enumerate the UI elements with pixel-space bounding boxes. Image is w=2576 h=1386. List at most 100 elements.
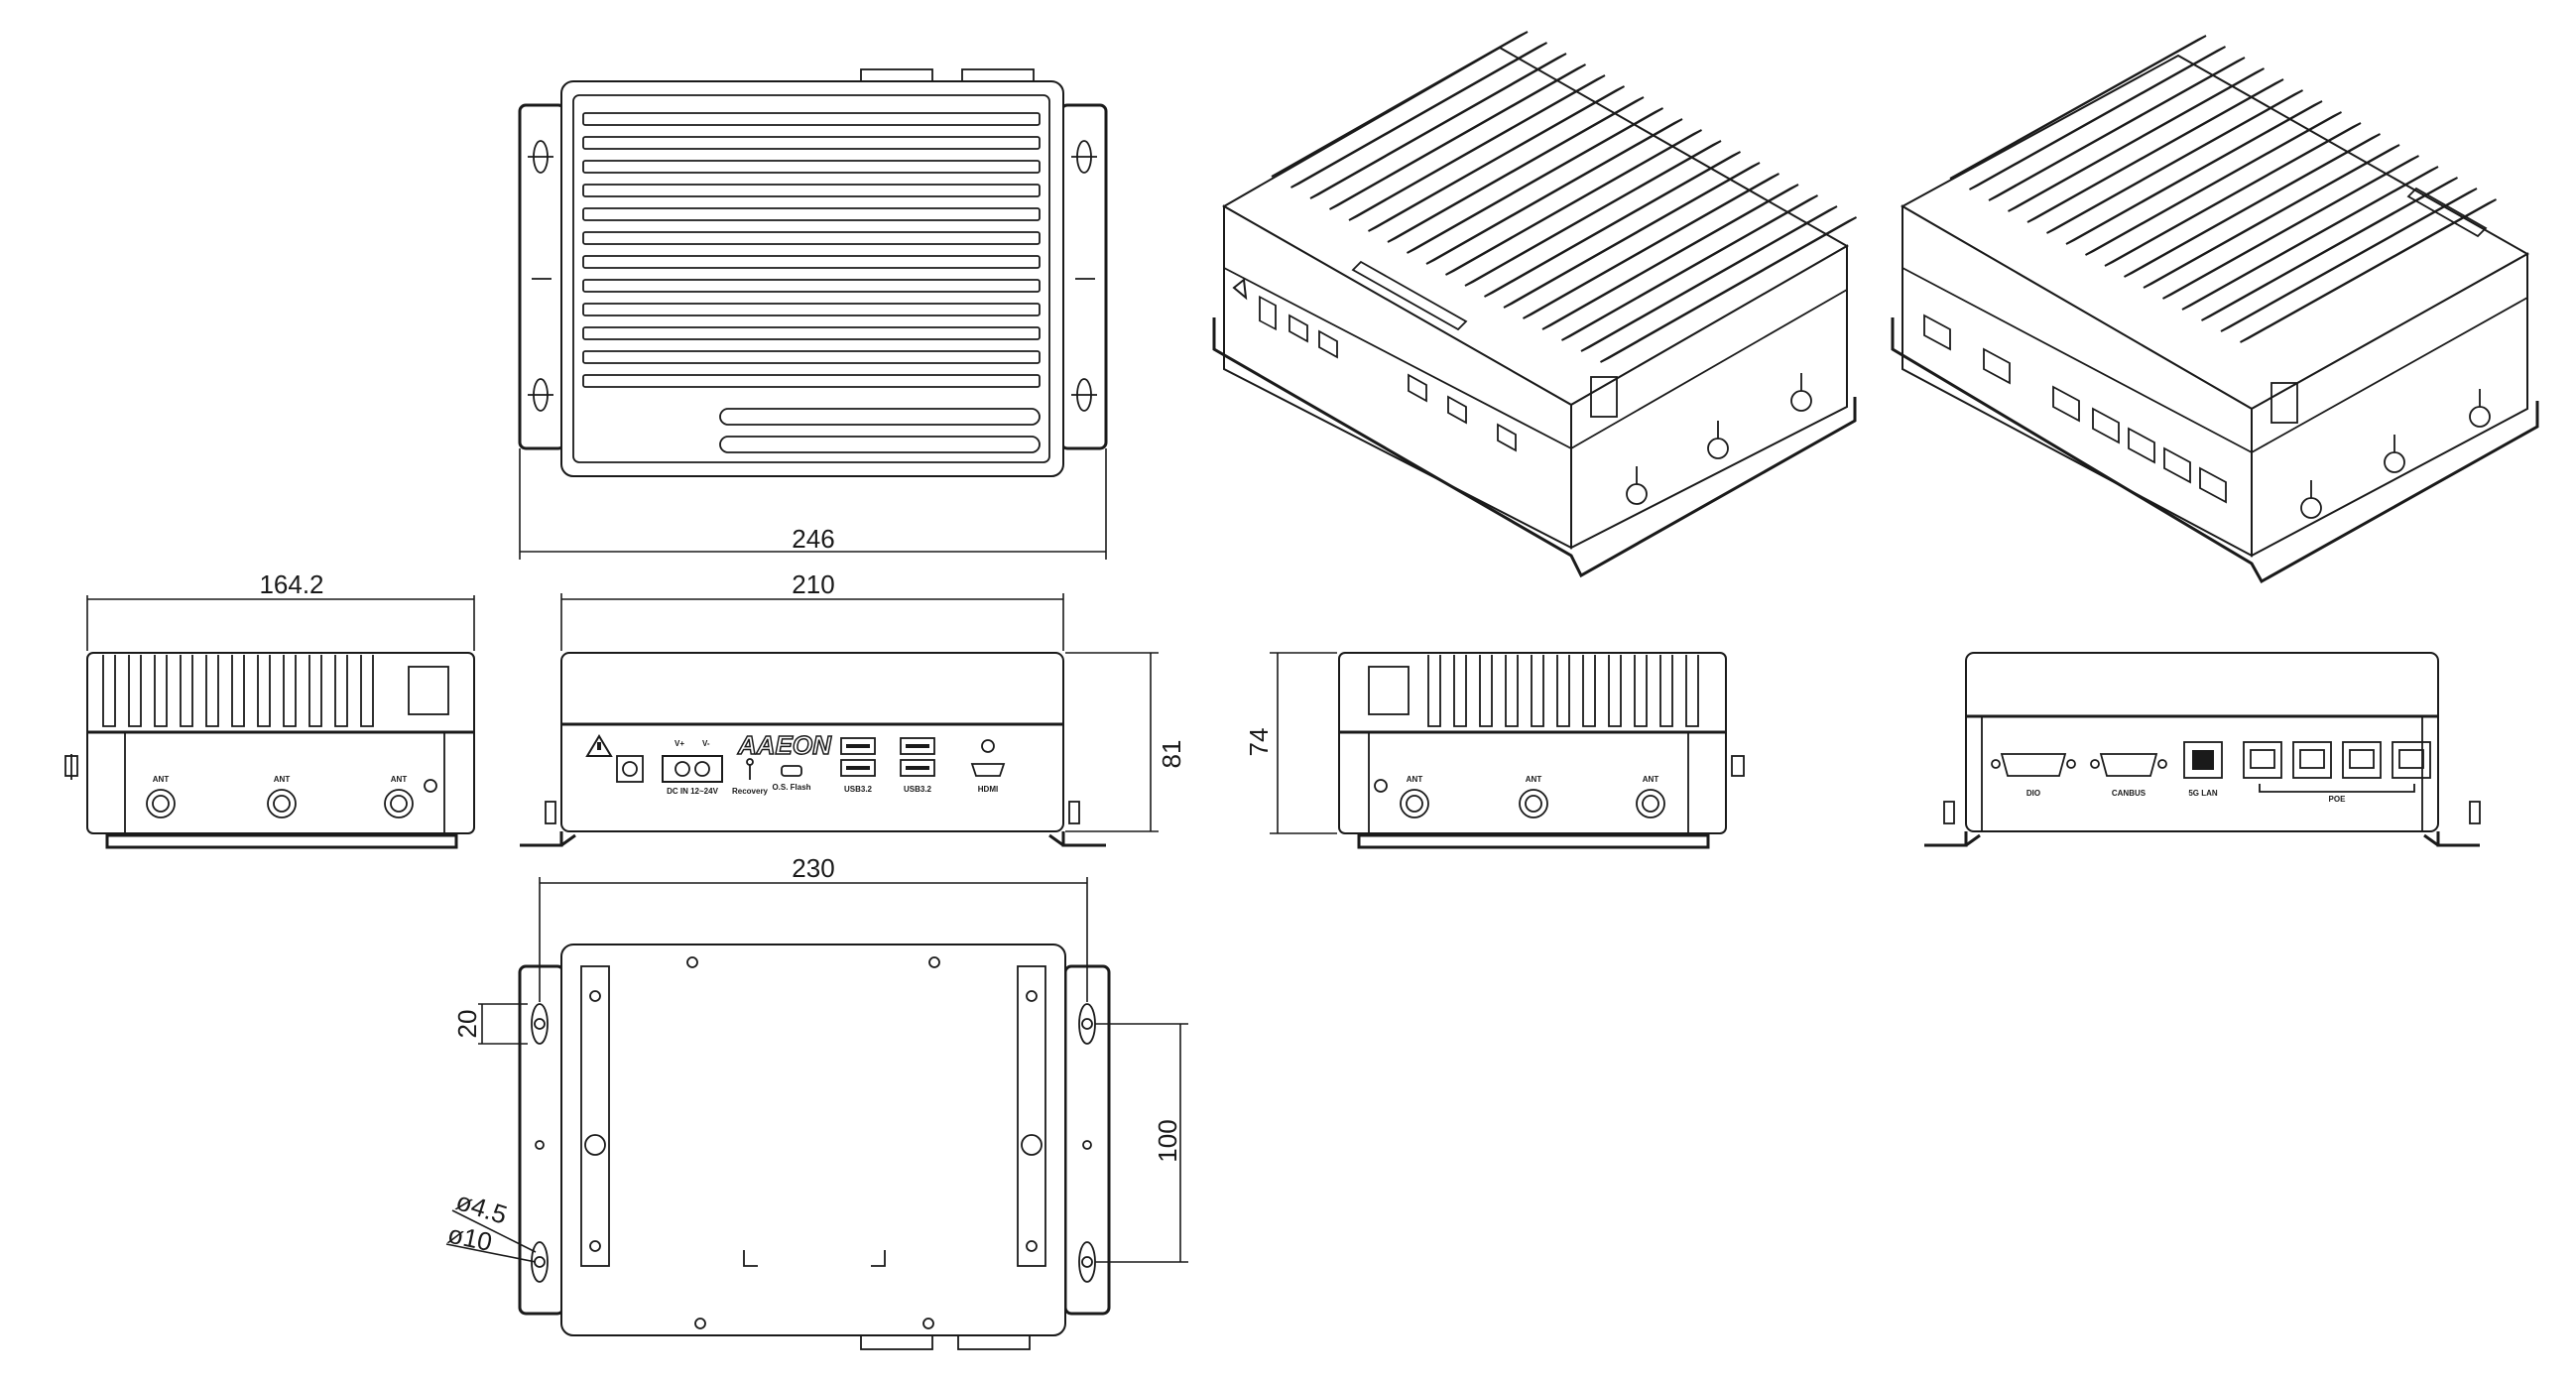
side-fin (283, 655, 297, 727)
side-fin (1453, 655, 1467, 727)
bottom-view (518, 944, 1111, 1350)
side-fin (1608, 655, 1622, 727)
iso-fin (1290, 42, 1547, 189)
iso-fin (1407, 107, 1663, 254)
iso-fin (1368, 85, 1625, 232)
usb-label-1: USB3.2 (844, 785, 873, 794)
side-fin (1479, 655, 1493, 727)
iso-port (1318, 329, 1338, 359)
power-vplus-label: V+ (675, 739, 684, 748)
top-fin (582, 303, 1041, 316)
iso-port (2052, 385, 2080, 423)
iso-fin (1949, 35, 2207, 180)
iso-fin (2162, 155, 2419, 300)
canbus-label: CANBUS (2112, 789, 2147, 798)
dimension-mount-pitch: 100 (1095, 1023, 1188, 1263)
rear-view: DIO CANBUS 5G LAN POE (1924, 652, 2481, 847)
dim-20-label: 20 (452, 1010, 482, 1039)
iso-port (2128, 427, 2155, 464)
ant-label-2: ANT (274, 775, 291, 784)
top-fin (582, 112, 1041, 126)
dim-81-label: 81 (1157, 740, 1186, 769)
usb-label-2: USB3.2 (904, 785, 932, 794)
iso-fin (2008, 67, 2265, 212)
iso-fin (2201, 177, 2458, 321)
ant-label-5: ANT (1526, 775, 1542, 784)
front-view: V+ V- DC IN 12~24V AAEON Recovery O.S. F… (520, 652, 1106, 847)
iso-port (1923, 314, 1951, 351)
side-fin (360, 655, 374, 727)
top-fin (582, 207, 1041, 221)
top-fin (582, 160, 1041, 174)
iso-fin (2065, 100, 2323, 245)
iso-fin (1484, 151, 1741, 298)
side-fin (1531, 655, 1544, 727)
dim-74-label: 74 (1244, 728, 1274, 757)
side-fin (257, 655, 271, 727)
iso-fin (2240, 198, 2497, 343)
iso-fin (2085, 111, 2342, 256)
poe-port-inner (2299, 749, 2325, 769)
iso-fin (2026, 78, 2284, 223)
isometric-rear-view (1891, 35, 2539, 584)
side-fin (1685, 655, 1699, 727)
poe-port (2342, 741, 2382, 779)
side-fin (128, 655, 142, 727)
poe-port (2243, 741, 2282, 779)
dimension-front-height: 81 (1065, 652, 1186, 832)
top-fin (582, 350, 1041, 364)
iso-port (2199, 466, 2227, 504)
iso-fin (1969, 46, 2226, 190)
dimension-top-width: 246 (519, 448, 1107, 560)
iso-port (2163, 446, 2191, 484)
iso-port (1447, 395, 1467, 425)
top-fin (582, 255, 1041, 269)
top-fin (582, 326, 1041, 340)
iso-fin (1309, 53, 1567, 199)
left-side-view: ANT ANT ANT (64, 652, 475, 849)
poe-port-inner (2250, 749, 2275, 769)
side-fin (154, 655, 168, 727)
poe-port-inner (2349, 749, 2375, 769)
iso-fin (1580, 205, 1838, 352)
iso-fin (1425, 118, 1683, 265)
dc-in-label: DC IN 12~24V (667, 787, 718, 796)
poe-port-inner (2398, 749, 2424, 769)
iso-fin (1503, 162, 1761, 309)
poe-label: POE (2329, 795, 2347, 804)
right-side-view: ANT ANT ANT (1338, 652, 1745, 849)
iso-fin (1523, 173, 1779, 319)
dim-246-label: 246 (792, 524, 834, 554)
dio-label: DIO (2026, 789, 2040, 798)
dim-210-label: 210 (792, 569, 834, 599)
left-antenna-row: ANT ANT ANT (146, 775, 437, 819)
iso-fin (2143, 144, 2400, 289)
ant-label-4: ANT (1407, 775, 1423, 784)
iso-fin (2104, 122, 2362, 267)
iso-fin (1348, 74, 1606, 221)
top-fin (582, 374, 1041, 388)
dimension-slot: 20 (452, 1003, 528, 1045)
iso-port (1497, 423, 1517, 452)
isometric-front-view (1212, 31, 1857, 578)
iso-fin (1271, 31, 1529, 178)
dimension-holes: ø4.5 ø10 (445, 1186, 537, 1263)
poe-port (2292, 741, 2332, 779)
iso-fin (2220, 188, 2478, 332)
side-fin (1659, 655, 1673, 727)
iso-fin (1387, 96, 1645, 243)
side-fin (1582, 655, 1596, 727)
iso-port (1983, 347, 2011, 385)
side-fin (180, 655, 193, 727)
ant-label-1: ANT (153, 775, 170, 784)
iso-fin (2124, 133, 2381, 278)
iso-fin (1541, 184, 1799, 330)
dim-100-label: 100 (1153, 1119, 1182, 1162)
hdmi-label: HDMI (978, 785, 998, 794)
side-fin (102, 655, 116, 727)
top-fin (582, 231, 1041, 245)
top-view (518, 68, 1108, 477)
iso-fin (1988, 57, 2246, 201)
side-fin (1556, 655, 1570, 727)
